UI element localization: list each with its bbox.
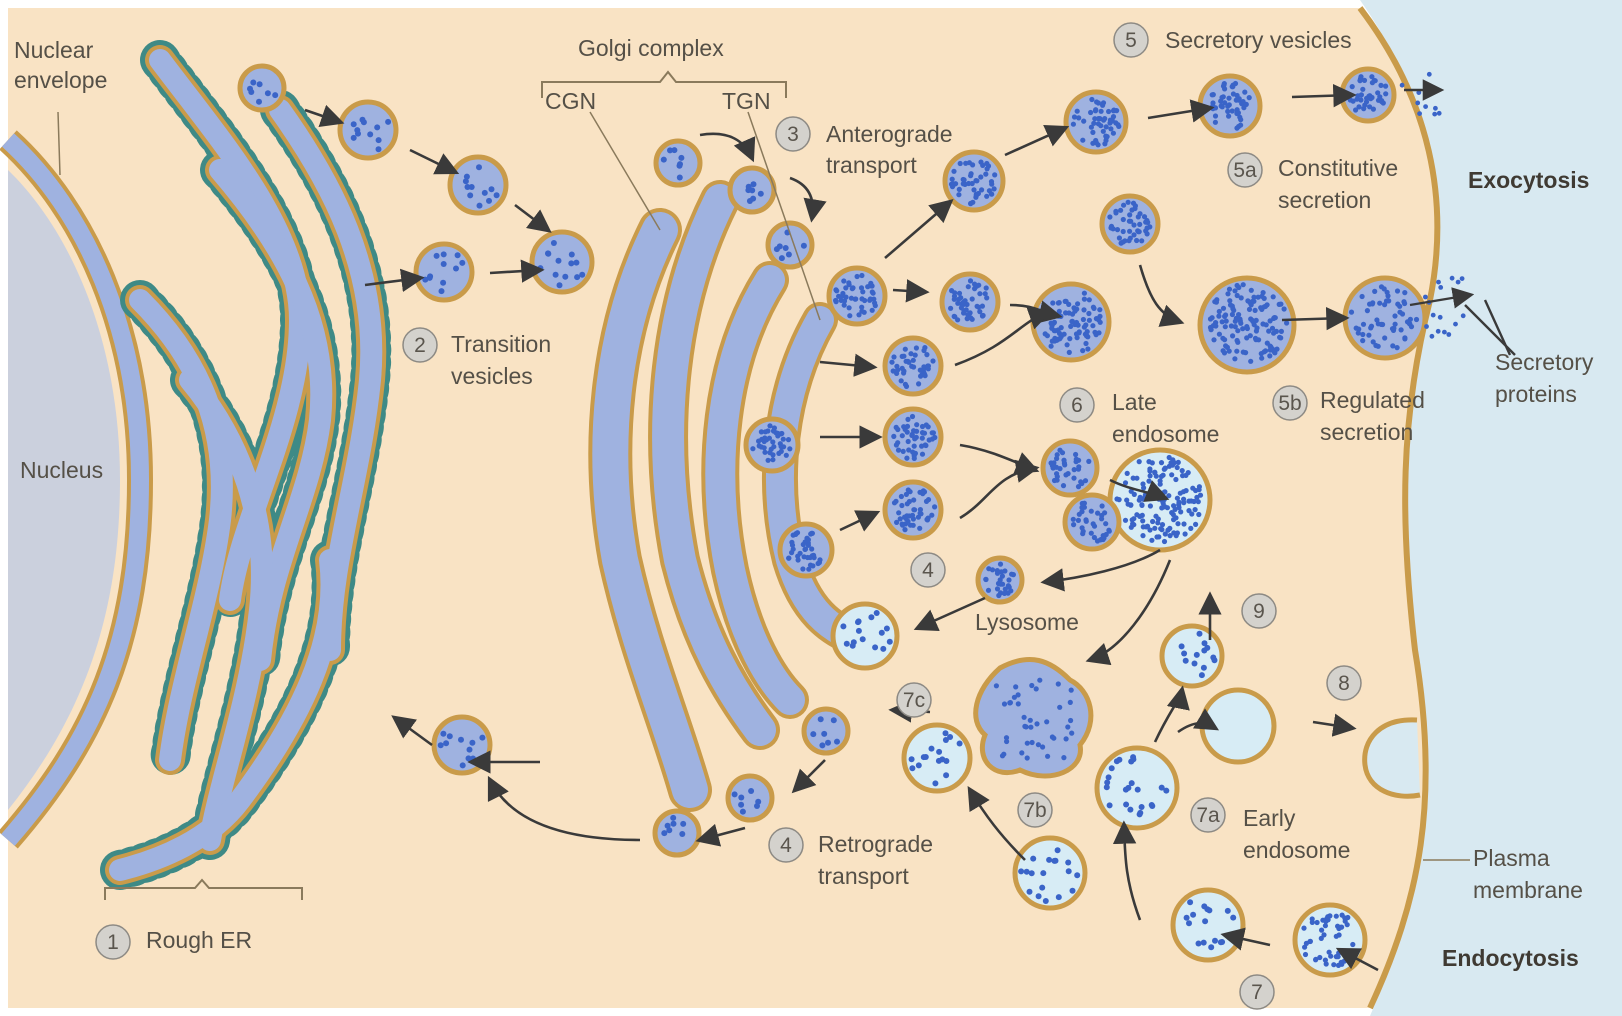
step-8: 8 <box>1327 666 1361 700</box>
svg-text:1: 1 <box>107 931 119 954</box>
step-1: 1 <box>96 925 130 959</box>
vesicle <box>1173 890 1243 960</box>
step-5b: 5b <box>1273 386 1307 420</box>
label-cgn: CGN <box>545 88 596 114</box>
step-7a: 7a <box>1191 798 1225 832</box>
label-retrograde-2: transport <box>818 863 909 889</box>
step-3: 3 <box>776 117 810 151</box>
svg-text:7a: 7a <box>1196 804 1220 827</box>
label-plasma-membrane-2: membrane <box>1473 877 1583 903</box>
svg-text:3: 3 <box>787 123 799 146</box>
label-plasma-membrane-1: Plasma <box>1473 845 1550 871</box>
label-transition-2: vesicles <box>451 363 533 389</box>
step-7c: 7c <box>897 683 931 717</box>
svg-text:4: 4 <box>922 559 934 582</box>
step-5a: 5a <box>1228 153 1262 187</box>
step-2: 2 <box>403 328 437 362</box>
svg-text:5b: 5b <box>1278 392 1301 415</box>
step-9: 9 <box>1242 594 1276 628</box>
label-constitutive-2: secretion <box>1278 187 1371 213</box>
label-exocytosis: Exocytosis <box>1468 167 1589 193</box>
label-endocytosis: Endocytosis <box>1442 945 1579 971</box>
vesicle <box>240 66 284 110</box>
step-7: 7 <box>1240 975 1274 1009</box>
label-golgi-complex: Golgi complex <box>578 35 724 61</box>
label-secretory-proteins-2: proteins <box>1495 381 1577 407</box>
label-late-endosome-2: endosome <box>1112 421 1219 447</box>
label-anterograde-2: transport <box>826 152 917 178</box>
vesicle <box>728 776 772 820</box>
label-regulated-1: Regulated <box>1320 387 1425 413</box>
svg-text:7b: 7b <box>1023 799 1046 822</box>
step-7b: 7b <box>1018 793 1052 827</box>
svg-text:9: 9 <box>1253 600 1265 623</box>
svg-text:6: 6 <box>1071 394 1083 417</box>
svg-text:4: 4 <box>780 834 792 857</box>
label-early-endosome-1: Early <box>1243 805 1296 831</box>
vesicle <box>833 604 897 668</box>
label-secretory-proteins-1: Secretory <box>1495 349 1594 375</box>
label-lysosome: Lysosome <box>975 609 1079 635</box>
label-retrograde-1: Retrograde <box>818 831 933 857</box>
step-6: 6 <box>1060 388 1094 422</box>
label-transition-1: Transition <box>451 331 551 357</box>
label-nucleus: Nucleus <box>20 457 103 483</box>
label-late-endosome-1: Late <box>1112 389 1157 415</box>
label-rough-er: Rough ER <box>146 927 252 953</box>
svg-text:7: 7 <box>1251 981 1263 1004</box>
label-regulated-2: secretion <box>1320 419 1413 445</box>
step-4b: 4 <box>769 828 803 862</box>
step-4a: 4 <box>911 553 945 587</box>
svg-text:7c: 7c <box>903 689 925 712</box>
label-tgn: TGN <box>722 88 771 114</box>
label-anterograde-1: Anterograde <box>826 121 953 147</box>
label-secretory-vesicles: Secretory vesicles <box>1165 27 1352 53</box>
svg-text:5: 5 <box>1125 29 1137 52</box>
vesicle <box>340 102 396 158</box>
svg-text:8: 8 <box>1338 672 1350 695</box>
label-nuclear-envelope-2: envelope <box>14 67 107 93</box>
step-5: 5 <box>1114 23 1148 57</box>
svg-text:5a: 5a <box>1233 159 1257 182</box>
vesicle <box>804 709 848 753</box>
vesicle <box>532 232 592 292</box>
label-early-endosome-2: endosome <box>1243 837 1350 863</box>
svg-text:2: 2 <box>414 334 426 357</box>
label-nuclear-envelope-1: Nuclear <box>14 37 94 63</box>
label-constitutive-1: Constitutive <box>1278 155 1398 181</box>
